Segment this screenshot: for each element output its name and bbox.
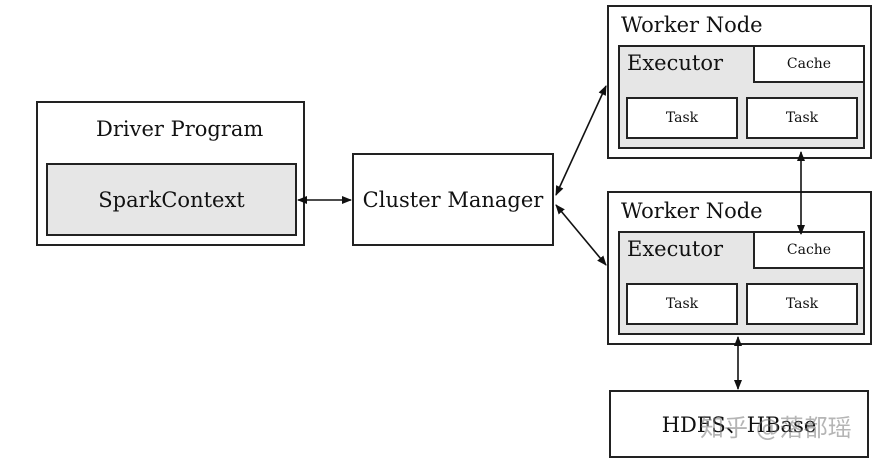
task-2b-label: Task (785, 296, 819, 312)
driver-program-box: Driver Program SparkContext (36, 101, 305, 246)
cluster-manager-label: Cluster Manager (362, 187, 544, 212)
worker-node-2: Worker Node Executor Cache Task Task (607, 191, 872, 345)
storage-box: HDFS、HBase (609, 390, 869, 458)
worker-node-1: Worker Node Executor Cache Task Task (607, 5, 872, 159)
cache-2-label: Cache (786, 242, 832, 258)
storage-label: HDFS、HBase (661, 413, 817, 437)
task-2a-box: Task (626, 283, 738, 325)
worker-node-1-title: Worker Node (621, 13, 763, 37)
task-1b-box: Task (746, 97, 858, 139)
spark-context-box: SparkContext (46, 163, 297, 236)
worker-node-2-title: Worker Node (621, 199, 763, 223)
task-1a-label: Task (665, 110, 699, 126)
task-2a-label: Task (665, 296, 699, 312)
task-2b-box: Task (746, 283, 858, 325)
driver-program-title: Driver Program (96, 117, 264, 141)
task-1b-label: Task (785, 110, 819, 126)
executor-2-box: Executor Cache Task Task (618, 231, 865, 335)
watermark-text: 知乎 @落都瑶 (700, 414, 852, 442)
spark-context-label: SparkContext (98, 187, 245, 212)
cluster-manager-box: Cluster Manager (352, 153, 554, 246)
executor-1-box: Executor Cache Task Task (618, 45, 865, 149)
cache-2-box: Cache (753, 231, 865, 269)
arrow-cluster-worker2 (555, 204, 607, 266)
cache-1-label: Cache (786, 56, 832, 72)
cache-1-box: Cache (753, 45, 865, 83)
task-1a-box: Task (626, 97, 738, 139)
arrow-cluster-worker1 (555, 85, 607, 196)
executor-2-label: Executor (627, 237, 724, 261)
executor-1-label: Executor (627, 51, 724, 75)
